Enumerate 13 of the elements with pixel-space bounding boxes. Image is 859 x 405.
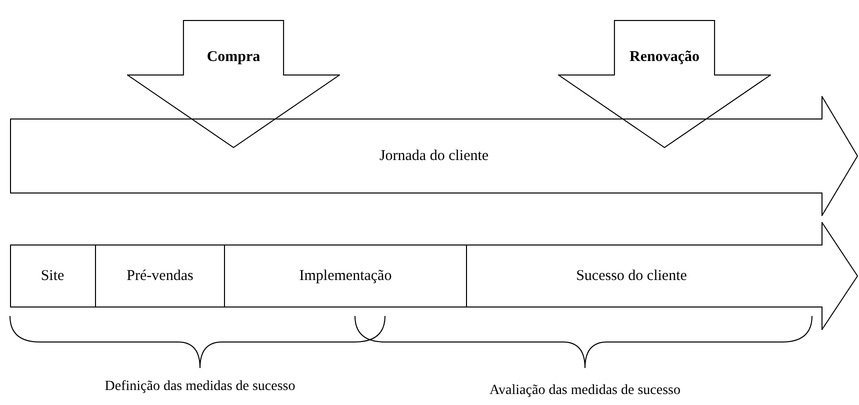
label-text: Compra [206,48,260,67]
label-text: Renovação [630,48,700,67]
caption-text: Definição das medidas de sucesso [104,378,296,396]
down-arrow-shape [558,20,771,148]
label-text: Sucesso do cliente [576,266,687,286]
label-text: Site [40,266,64,286]
label-text: Jornada do cliente [379,146,489,166]
right-arrow-shape [10,222,858,330]
right-arrow-shape [10,96,858,216]
label-text: Pré-vendas [126,266,194,286]
caption-text: Avaliação das medidas de sucesso [488,382,682,400]
down-arrow-shape [127,20,340,148]
label-text: Implementação [299,266,392,286]
